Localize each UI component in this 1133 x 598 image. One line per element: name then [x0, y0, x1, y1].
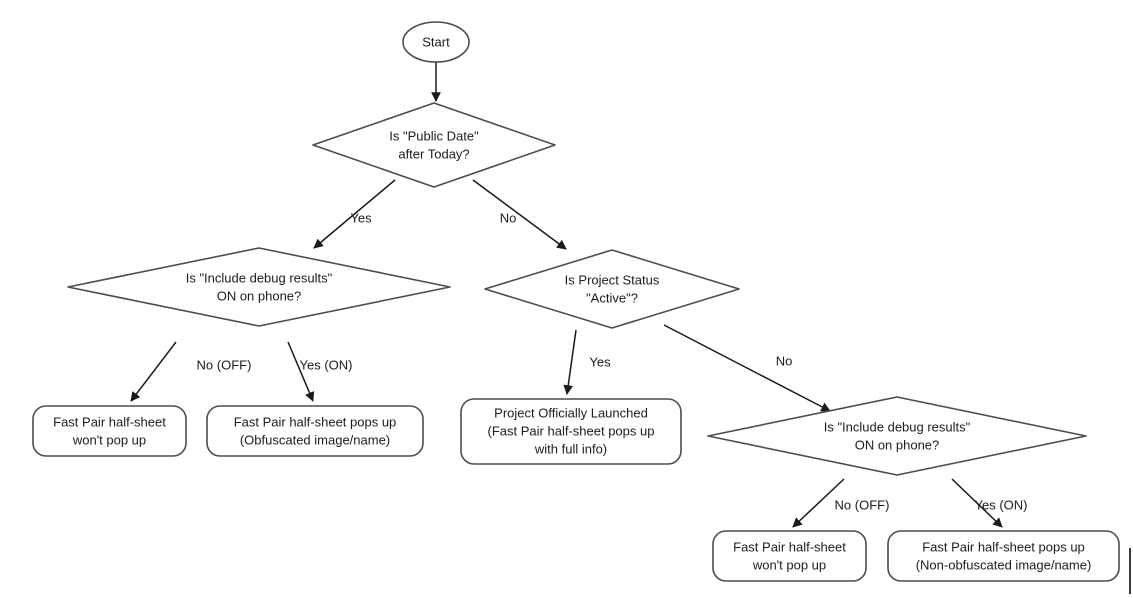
decision-debug-right-line1: Is "Include debug results" [824, 419, 971, 434]
decision-project-status-diamond [484, 249, 740, 329]
edge-label-project-status-no: No [776, 353, 793, 368]
terminal-non-obfuscated-line2: (Non-obfuscated image/name) [916, 557, 1092, 572]
edge-project-status-yes [563, 329, 577, 395]
node-terminal-no-popup-left[interactable]: Fast Pair half-sheet won't pop up [32, 405, 187, 457]
edge-label-public-date-yes: Yes [350, 210, 372, 225]
node-terminal-non-obfuscated[interactable]: Fast Pair half-sheet pops up (Non-obfusc… [887, 530, 1120, 582]
terminal-no-popup-right-box [712, 530, 867, 582]
edge-debug-right-no-off [792, 478, 845, 528]
edge-debug-left-yes-on [287, 341, 315, 402]
page-edge-artifact [1129, 548, 1131, 594]
decision-public-date-diamond [312, 102, 556, 188]
edge-group [130, 62, 1003, 528]
terminal-no-popup-left-box [32, 405, 187, 457]
terminal-officially-launched-line1: Project Officially Launched [494, 405, 648, 420]
decision-debug-left-line2: ON on phone? [217, 288, 302, 303]
terminal-no-popup-right-line1: Fast Pair half-sheet [733, 539, 846, 554]
terminal-non-obfuscated-box [887, 530, 1120, 582]
node-decision-public-date[interactable]: Is "Public Date" after Today? [312, 102, 556, 188]
edge-label-project-status-yes: Yes [589, 354, 611, 369]
terminal-officially-launched-line2: (Fast Pair half-sheet pops up [488, 423, 655, 438]
decision-debug-right-diamond [707, 396, 1087, 476]
node-decision-debug-right[interactable]: Is "Include debug results" ON on phone? [707, 396, 1087, 476]
decision-debug-right-line2: ON on phone? [855, 437, 940, 452]
edge-label-group: Yes No No (OFF) Yes (ON) Yes No No (OFF)… [197, 210, 1028, 512]
node-start[interactable]: Start [402, 21, 470, 63]
terminal-obfuscated-line1: Fast Pair half-sheet pops up [234, 414, 397, 429]
start-label: Start [422, 34, 450, 49]
terminal-no-popup-left-line2: won't pop up [72, 432, 146, 447]
node-decision-debug-left[interactable]: Is "Include debug results" ON on phone? [67, 247, 451, 327]
edge-label-debug-left-yes-on: Yes (ON) [300, 357, 353, 372]
terminal-officially-launched-box [460, 398, 682, 465]
edge-debug-right-yes-on [951, 478, 1003, 528]
node-terminal-obfuscated[interactable]: Fast Pair half-sheet pops up (Obfuscated… [206, 405, 424, 457]
node-decision-project-status[interactable]: Is Project Status "Active"? [484, 249, 740, 329]
edge-label-public-date-no: No [500, 210, 517, 225]
terminal-no-popup-left-line1: Fast Pair half-sheet [53, 414, 166, 429]
decision-project-status-line1: Is Project Status [565, 272, 660, 287]
decision-public-date-line1: Is "Public Date" [389, 128, 479, 143]
edge-label-debug-right-no-off: No (OFF) [835, 497, 890, 512]
node-terminal-no-popup-right[interactable]: Fast Pair half-sheet won't pop up [712, 530, 867, 582]
terminal-no-popup-right-line2: won't pop up [752, 557, 826, 572]
node-terminal-officially-launched[interactable]: Project Officially Launched (Fast Pair h… [460, 398, 682, 465]
decision-debug-left-line1: Is "Include debug results" [186, 270, 333, 285]
decision-public-date-line2: after Today? [398, 146, 469, 161]
terminal-officially-launched-line3: with full info) [534, 441, 607, 456]
edge-debug-left-no-off [130, 341, 177, 402]
start-ellipse [402, 21, 470, 63]
terminal-non-obfuscated-line1: Fast Pair half-sheet pops up [922, 539, 1085, 554]
edge-label-debug-right-yes-on: Yes (ON) [975, 497, 1028, 512]
edge-public-date-no [472, 179, 567, 250]
edge-project-status-no [663, 324, 831, 412]
terminal-obfuscated-box [206, 405, 424, 457]
decision-project-status-line2: "Active"? [586, 290, 638, 305]
edge-public-date-yes [313, 179, 396, 249]
terminal-obfuscated-line2: (Obfuscated image/name) [240, 432, 390, 447]
decision-debug-left-diamond [67, 247, 451, 327]
edge-label-debug-left-no-off: No (OFF) [197, 357, 252, 372]
